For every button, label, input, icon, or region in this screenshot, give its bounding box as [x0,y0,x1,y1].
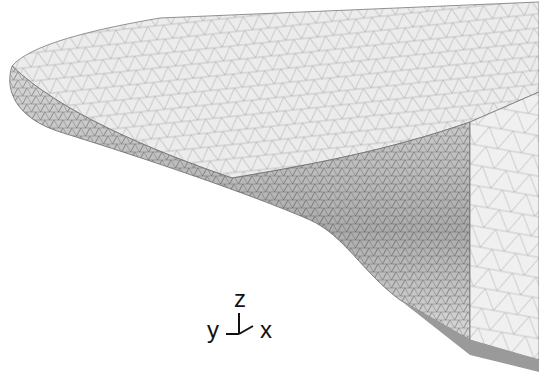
axis-triad [226,313,253,334]
axis-label: y [207,318,219,342]
bottom-edge [400,300,539,372]
z-axis [238,313,240,334]
front-shading [10,66,470,340]
x-axis [239,326,253,334]
axis-label: x [260,318,272,342]
front-face [10,66,470,340]
axis-label: z [234,287,246,311]
y-axis [226,333,239,335]
cut-face [470,92,539,360]
